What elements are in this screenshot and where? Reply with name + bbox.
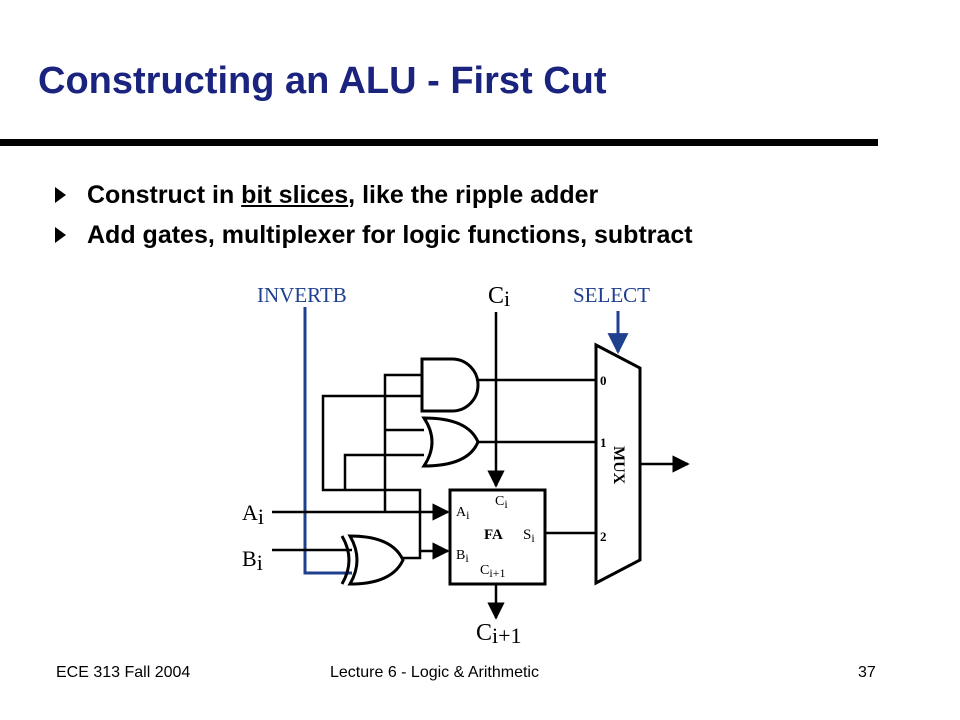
mux-input-2-label: 2 xyxy=(600,529,607,544)
mux-input-1-label: 1 xyxy=(600,435,607,450)
mux-block xyxy=(594,342,642,586)
and-gate xyxy=(420,357,480,413)
invertb-label: INVERTB xyxy=(257,283,347,307)
slide-title: Constructing an ALU - First Cut xyxy=(38,60,607,102)
fa-ai-label: Ai xyxy=(456,505,470,522)
title-divider xyxy=(0,139,878,146)
mux-input-0-label: 0 xyxy=(600,373,607,388)
fa-bi-label: Bi xyxy=(456,548,469,565)
or-gate xyxy=(421,416,480,468)
ai-label: Ai xyxy=(242,500,264,529)
ci-label: Ci xyxy=(488,283,510,311)
bullet-item: Construct in bit slices, like the ripple… xyxy=(55,175,693,215)
bullet-item: Add gates, multiplexer for logic functio… xyxy=(55,215,693,255)
bullet-text: Construct in xyxy=(87,181,242,209)
triangle-bullet-icon xyxy=(55,227,66,243)
triangle-bullet-icon xyxy=(55,187,66,203)
bullet-text: , like the ripple adder xyxy=(348,181,599,209)
cout-label: Ci+1 xyxy=(476,620,522,648)
fa-ci-label: Ci xyxy=(495,494,508,511)
ai-to-and-wire xyxy=(383,373,422,512)
bullet-list: Construct in bit slices, like the ripple… xyxy=(55,175,693,255)
mux-label: MUX xyxy=(610,446,627,485)
invertb-wire xyxy=(303,307,352,575)
footer-course: ECE 313 Fall 2004 xyxy=(56,664,191,681)
bi-label: Bi xyxy=(242,546,263,575)
fa-si-label: Si xyxy=(523,527,535,545)
xor-gate-input-arc xyxy=(340,535,351,585)
footer-lecture: Lecture 6 - Logic & Arithmetic xyxy=(330,664,539,681)
fa-co-label: Ci+1 xyxy=(480,563,505,580)
bullet-text: Add gates, multiplexer for logic functio… xyxy=(87,221,693,249)
b-xor-out-wire xyxy=(403,542,450,560)
b-to-or-wire xyxy=(343,453,424,490)
footer-page-number: 37 xyxy=(858,664,876,681)
bullet-underlined-text: bit slices xyxy=(241,181,349,209)
select-label: SELECT xyxy=(573,283,650,307)
full-adder-block xyxy=(448,488,547,586)
fa-name-label: FA xyxy=(484,527,503,543)
b-to-and-wire xyxy=(321,394,422,551)
xor-gate xyxy=(347,534,405,586)
